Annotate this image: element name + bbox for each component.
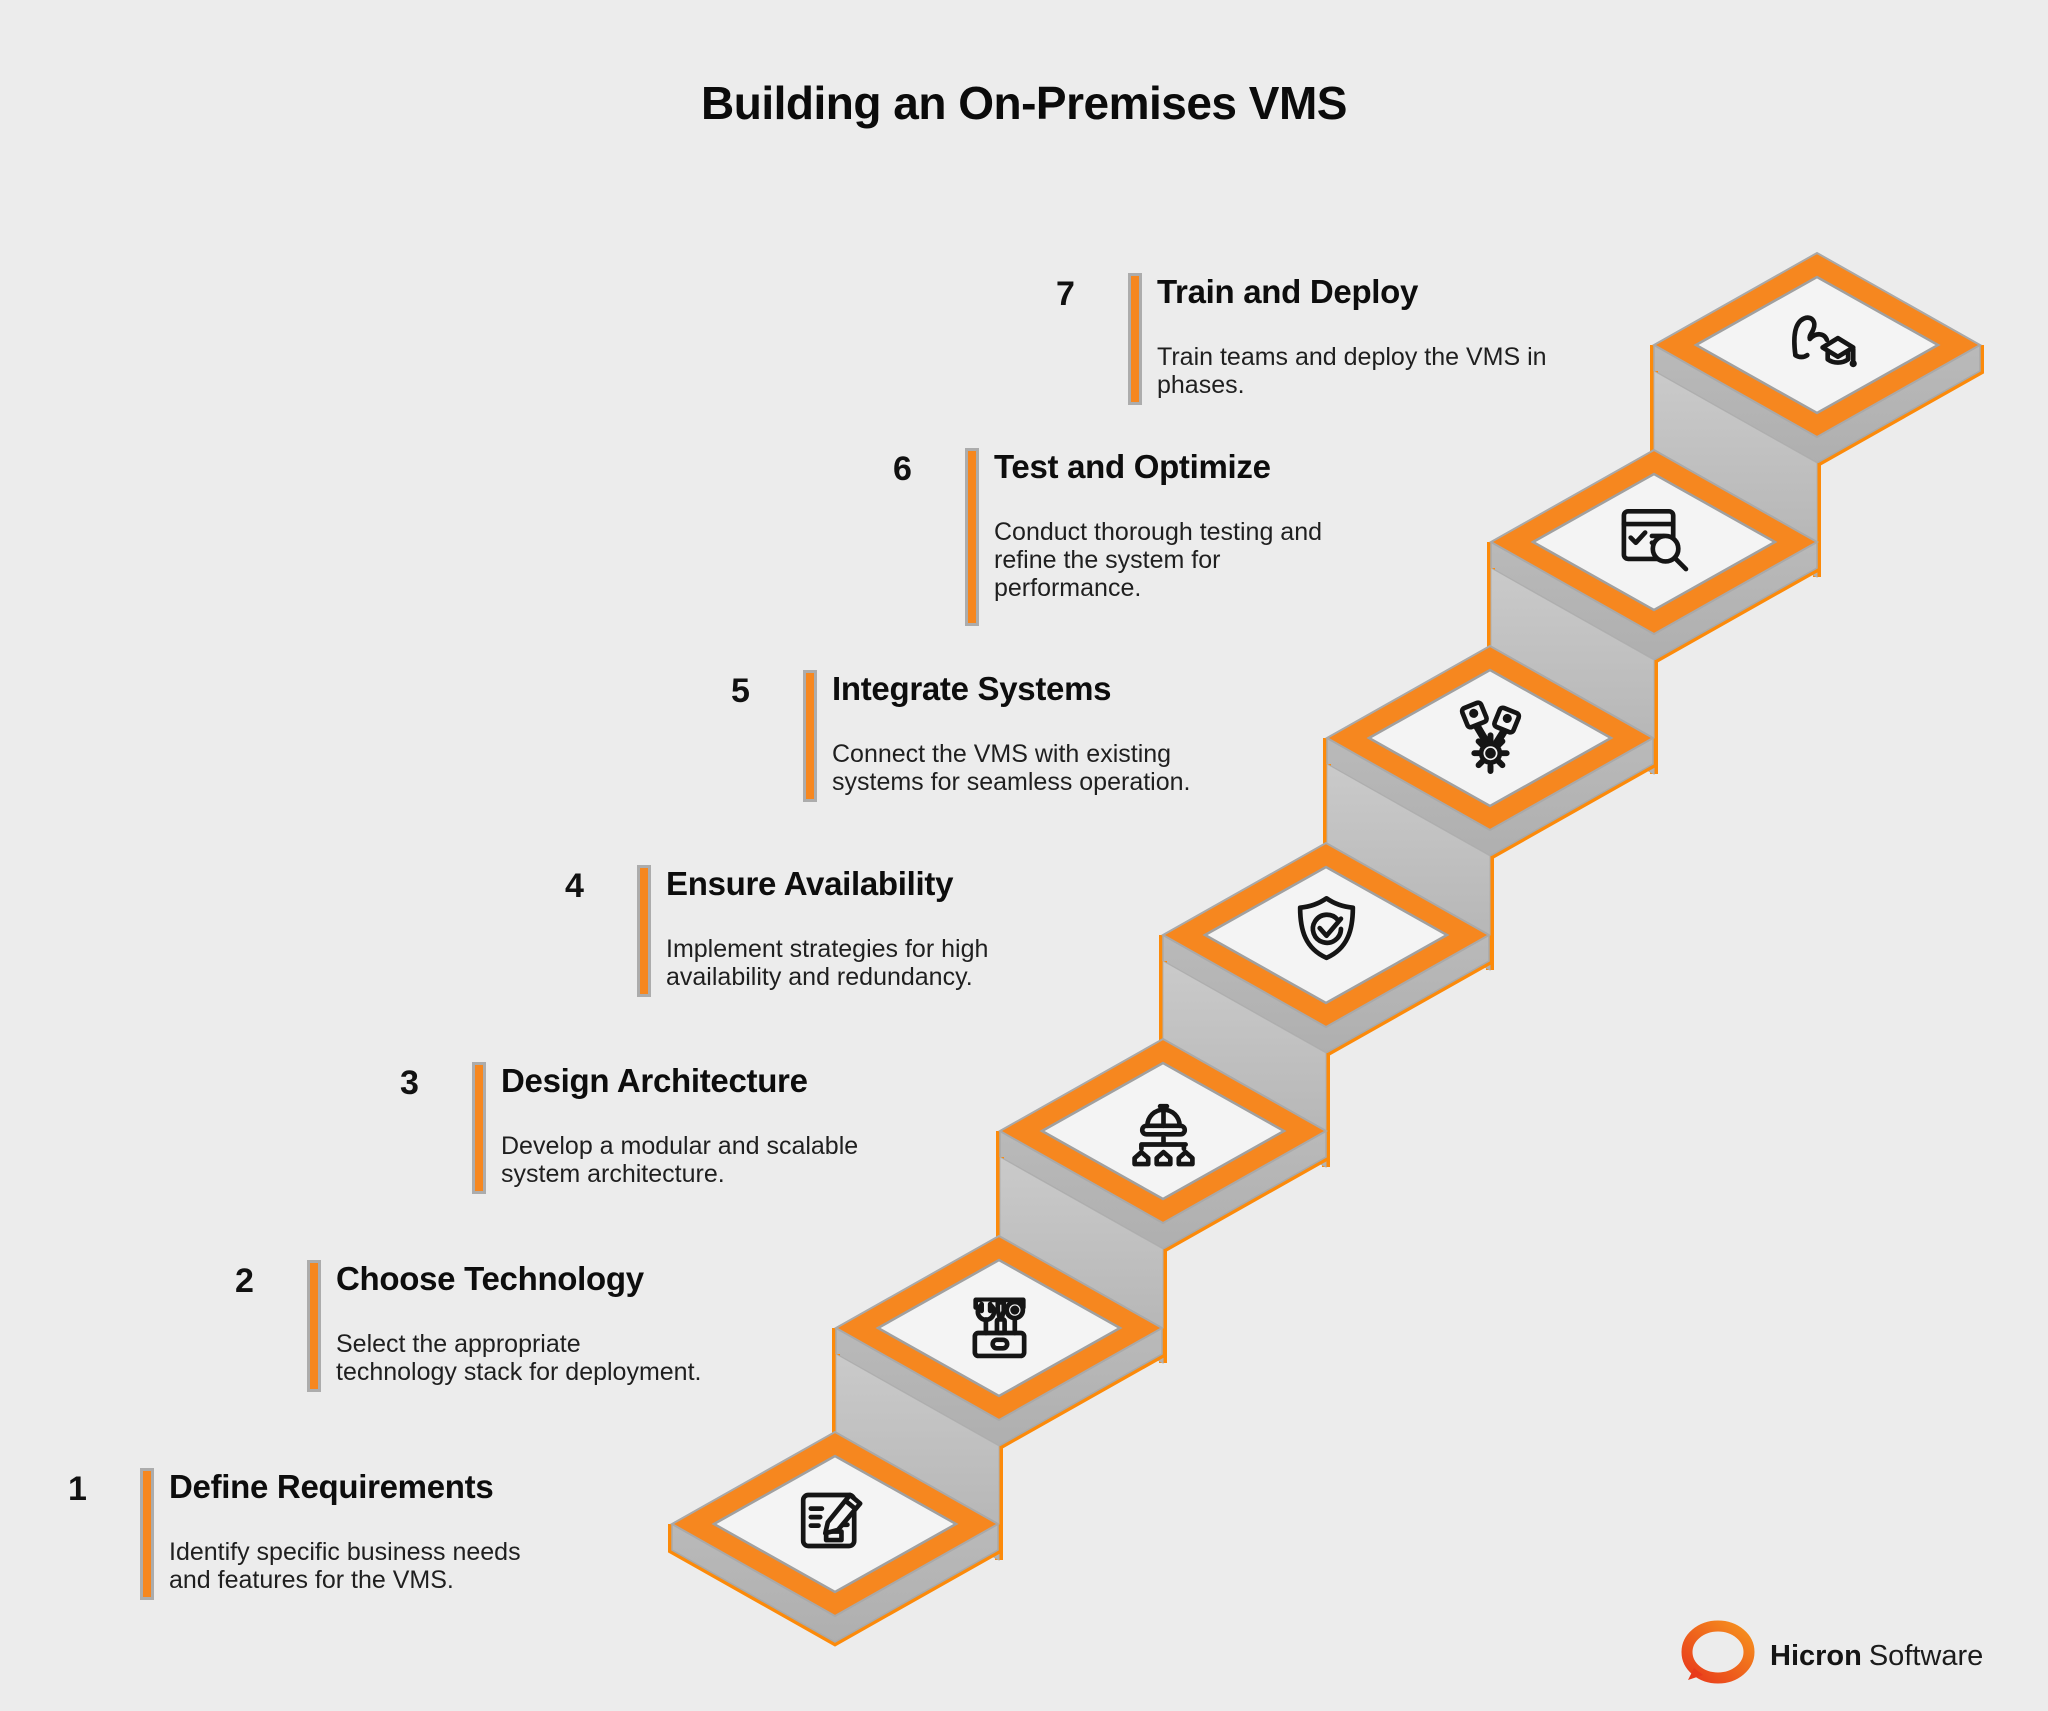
step-title: Choose Technology [336, 1260, 644, 1297]
step-number: 7 [1056, 275, 1075, 313]
pistons-gear-icon [1459, 700, 1522, 775]
step-6: 6 Test and Optimize Conduct thorough tes… [893, 448, 1453, 648]
step-title: Train and Deploy [1157, 273, 1419, 310]
step-accent-bar [472, 1062, 486, 1194]
step-title: Define Requirements [169, 1468, 494, 1505]
step-5: 5 Integrate Systems Connect the VMS with… [731, 670, 1291, 870]
step-title: Test and Optimize [994, 448, 1271, 485]
step-accent-bar [803, 670, 817, 802]
hicron-ring-logo [1681, 1620, 1755, 1684]
step-4-graphic [1163, 843, 1489, 1167]
toolbox-icon [972, 1297, 1027, 1359]
step-title: Ensure Availability [666, 865, 954, 902]
step-description: Implement strategies for high availabili… [666, 935, 989, 991]
step-title: Design Architecture [501, 1062, 808, 1099]
step-description: Connect the VMS with existing systems fo… [832, 740, 1191, 796]
step-accent-bar [1128, 273, 1142, 405]
step-3-graphic [1000, 1039, 1326, 1363]
hard-hat-hierarchy-icon [1132, 1103, 1195, 1167]
step-description: Develop a modular and scalable system ar… [501, 1132, 859, 1188]
step-2-graphic [836, 1236, 1162, 1560]
step-7: 7 Train and Deploy Train teams and deplo… [1056, 273, 1616, 473]
step-title: Integrate Systems [832, 670, 1112, 707]
document-edit-icon [800, 1492, 863, 1549]
step-number: 6 [893, 450, 912, 488]
step-6-graphic [1491, 450, 1817, 774]
shield-check-icon [1297, 896, 1356, 961]
step-accent-bar [637, 865, 651, 997]
step-4: 4 Ensure Availability Implement strategi… [565, 865, 1125, 1065]
step-accent-bar [307, 1260, 321, 1392]
step-3: 3 Design Architecture Develop a modular … [400, 1062, 960, 1262]
step-accent-bar [140, 1468, 154, 1600]
step-7-graphic [1654, 253, 1980, 577]
checklist-magnifier-icon [1621, 508, 1689, 572]
step-number: 4 [565, 867, 584, 905]
step-number: 1 [68, 1470, 87, 1508]
step-1-graphic [672, 1432, 998, 1642]
step-number: 2 [235, 1262, 254, 1300]
step-1: 1 Define Requirements Identify specific … [68, 1468, 628, 1668]
brand-name-light: Software [1868, 1640, 1984, 1672]
step-description: Select the appropriate technology stack … [336, 1330, 702, 1386]
step-number: 5 [731, 672, 750, 710]
step-number: 3 [400, 1064, 419, 1102]
page-title: Building an On-Premises VMS [701, 77, 1347, 129]
step-description: Identify specific business needs and fea… [169, 1538, 521, 1594]
brand-name-bold: Hicron [1770, 1640, 1862, 1672]
step-5-graphic [1327, 646, 1653, 970]
arm-graduation-cap-icon [1792, 315, 1857, 368]
step-description: Train teams and deploy the VMS in phases… [1157, 343, 1547, 399]
step-accent-bar [965, 448, 979, 626]
step-2: 2 Choose Technology Select the appropria… [235, 1260, 795, 1460]
step-description: Conduct thorough testing and refine the … [994, 518, 1323, 602]
